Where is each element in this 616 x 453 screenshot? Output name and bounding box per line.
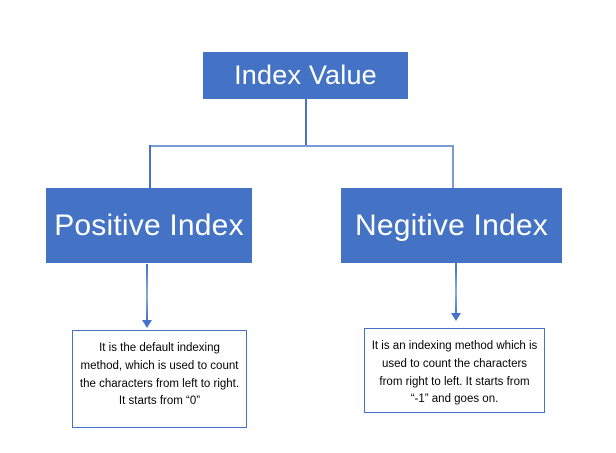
arrow-positive-line — [146, 264, 148, 322]
node-negitive-index[interactable]: Negitive Index — [341, 188, 562, 263]
callout-negitive-index-text: It is an indexing method which is used t… — [371, 340, 538, 406]
connector-root-stem — [305, 99, 307, 146]
arrow-negative-line — [455, 263, 457, 315]
node-index-value-label: Index Value — [234, 59, 377, 90]
node-positive-index[interactable]: Positive Index — [46, 188, 252, 263]
node-positive-index-label: Positive Index — [54, 209, 244, 242]
callout-positive-index: It is the default indexing method, which… — [72, 330, 247, 428]
connector-drop-positive — [149, 145, 151, 188]
arrow-positive-head-icon — [142, 320, 152, 328]
node-negitive-index-label: Negitive Index — [355, 209, 548, 242]
arrow-negative-head-icon — [451, 313, 461, 321]
callout-negitive-index: It is an indexing method which is used t… — [364, 328, 545, 413]
connector-horizontal-bus — [149, 145, 454, 147]
node-index-value[interactable]: Index Value — [203, 52, 408, 99]
callout-positive-index-text: It is the default indexing method, which… — [79, 342, 240, 408]
connector-drop-negative — [452, 145, 454, 188]
